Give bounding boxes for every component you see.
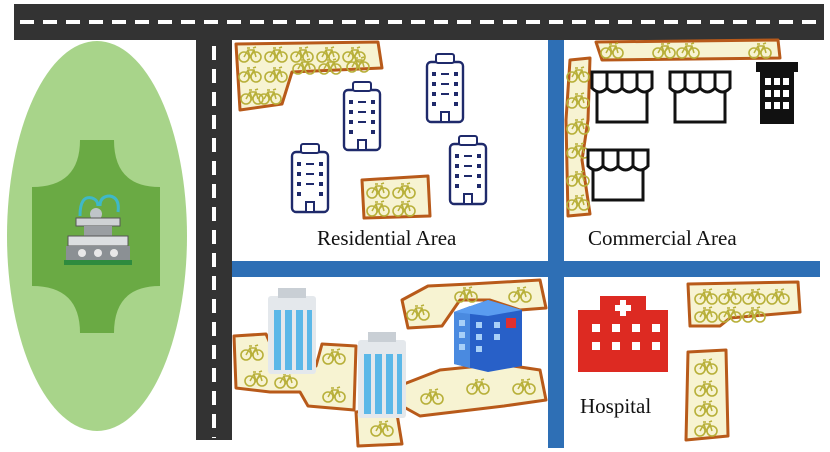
apartment-building-icon [425, 52, 465, 124]
office-tower-icon [358, 332, 406, 418]
bike-zone-hospital-left [684, 348, 730, 442]
park [7, 41, 187, 431]
apartment-building-icon [342, 80, 382, 152]
commercial-area-label: Commercial Area [588, 226, 737, 250]
shop-icon [590, 70, 654, 124]
highway [14, 4, 824, 440]
hospital-label: Hospital [580, 394, 652, 418]
bike-zone-office-right [400, 362, 548, 418]
hospital-icon [578, 296, 668, 372]
apartment-building-icon [448, 134, 488, 206]
apartment-building-icon [290, 142, 330, 214]
shop-icon [586, 148, 650, 202]
shop-icon [668, 70, 732, 124]
office-buildings [268, 288, 522, 418]
bike-zone-commercial-top [594, 38, 782, 62]
commercial-buildings [586, 62, 798, 202]
fountain-icon [64, 194, 132, 265]
office-tower-icon [454, 300, 522, 372]
office-building-icon [756, 62, 798, 124]
streets [232, 40, 820, 448]
bike-zone-residential-top [234, 40, 384, 112]
office-tower-icon [268, 288, 316, 374]
residential-area-label: Residential Area [317, 226, 457, 250]
